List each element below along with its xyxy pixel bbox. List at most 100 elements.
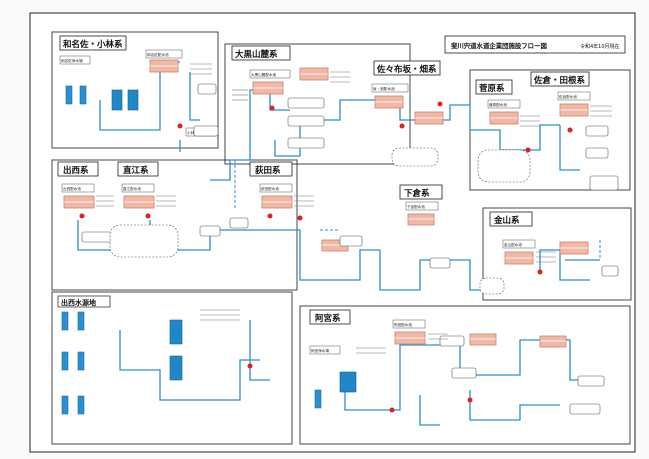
facility-izunishi: 出西配水池 (61, 183, 95, 193)
tank-sakunobu (374, 95, 404, 109)
endpoint-15 (601, 265, 619, 277)
treatment-5 (339, 371, 357, 393)
endpoint-8 (585, 147, 609, 159)
endpoint-11 (199, 225, 221, 237)
label-sakura: 佐倉・田根系 (530, 71, 590, 87)
tank-amiya (394, 331, 426, 345)
svg-text:菅原配水池: 菅原配水池 (489, 102, 507, 107)
pump-5 (525, 147, 531, 153)
endpoint-13 (339, 235, 363, 247)
well-2 (79, 85, 87, 105)
tank-amiya-2 (469, 333, 497, 346)
callout-sugahara (477, 149, 531, 183)
svg-text:直江配水池: 直江配水池 (123, 186, 141, 191)
endpoint-7 (585, 125, 609, 137)
svg-text:佐倉・田根系: 佐倉・田根系 (533, 75, 586, 86)
callout-kinzan (479, 277, 505, 295)
pump-6 (567, 127, 573, 133)
endpoint-12 (229, 217, 249, 229)
treatment-units (111, 89, 357, 393)
callouts (109, 147, 531, 295)
tank-sakura (559, 103, 589, 117)
endpoint-14 (429, 257, 451, 269)
pump-7 (79, 213, 85, 219)
label-shimokura: 下倉系 (399, 184, 443, 200)
pump-1 (177, 123, 183, 129)
well-8 (77, 395, 85, 415)
label-hagita: 荻田系 (249, 161, 293, 177)
svg-text:和名佐・小林系: 和名佐・小林系 (63, 39, 123, 50)
tank-kinzan-2 (559, 241, 589, 255)
well-1 (65, 85, 73, 105)
svg-text:出西配水池: 出西配水池 (63, 186, 81, 191)
page-title: 斐川宍道水道企業団施設フロー図 (450, 41, 547, 50)
facility-oguroyama: 大黒山麓配水池 (249, 69, 291, 79)
title-box (444, 35, 626, 54)
well-5 (61, 351, 69, 371)
facility-wanasa-jousui: 和名佐浄水場 (59, 55, 91, 65)
tank-sugahara (489, 111, 519, 125)
endpoint-9 (589, 175, 619, 191)
svg-text:和名佐浄水場: 和名佐浄水場 (61, 58, 83, 63)
facility-amiya: 阿宮配水池 (392, 319, 426, 329)
pump-3 (399, 123, 405, 129)
svg-text:荻田配水池: 荻田配水池 (261, 186, 279, 191)
well-9 (314, 389, 322, 409)
svg-text:金山系: 金山系 (493, 215, 520, 226)
facility-hagita: 荻田配水池 (259, 183, 293, 193)
svg-text:直江系: 直江系 (123, 165, 149, 176)
facility-sakura: 佐倉配水池 (557, 91, 591, 101)
callout-sakunobu (391, 147, 439, 167)
facility-shimokura: 下倉配水池 (405, 201, 439, 211)
endpoint-4 (287, 115, 325, 127)
treatment-1 (111, 89, 123, 111)
svg-text:坂・畑配水池: 坂・畑配水池 (373, 86, 395, 91)
well-4 (77, 311, 85, 331)
pump-8 (145, 213, 151, 219)
pump-9 (267, 213, 273, 219)
tank-amiya-3 (539, 335, 567, 348)
svg-text:阿宮配水池: 阿宮配水池 (394, 322, 412, 327)
facility-naoe: 直江配水池 (121, 183, 155, 193)
svg-text:大黒山麓配水池: 大黒山麓配水池 (251, 72, 277, 77)
svg-text:大黒山麓系: 大黒山麓系 (235, 49, 278, 60)
label-oguroyama: 大黒山麓系 (231, 45, 291, 61)
dashed-connectors (234, 160, 601, 260)
endpoint-17 (451, 367, 477, 379)
svg-text:菅原系: 菅原系 (479, 83, 505, 94)
svg-text:佐倉配水池: 佐倉配水池 (559, 94, 577, 99)
tank-izunishi (63, 195, 95, 209)
facility-sakunobu: 坂・畑配水池 (371, 83, 409, 93)
label-sakunobu: 佐々布坂・畑系 (373, 60, 441, 76)
endpoint-5 (287, 137, 325, 149)
endpoint-1 (197, 83, 217, 95)
annotation-lines (96, 63, 612, 354)
svg-text:出西水源地: 出西水源地 (61, 298, 96, 307)
tank-kinzan (504, 251, 534, 265)
box-oguroyama (224, 43, 411, 165)
tank-naoe (123, 195, 155, 209)
well-7 (61, 395, 69, 415)
treatment-2 (127, 89, 139, 111)
wells (61, 85, 322, 415)
svg-text:金山配水池: 金山配水池 (504, 242, 522, 247)
endpoint-2 (193, 125, 219, 137)
well-6 (77, 351, 85, 371)
callout-naoe (109, 224, 179, 258)
endpoint-16 (439, 335, 465, 347)
label-wanasa: 和名佐・小林系 (59, 35, 127, 51)
label-izunishi: 出西系 (57, 161, 99, 177)
endpoint-3 (287, 97, 325, 109)
treatment-4 (169, 355, 183, 381)
pump-12 (247, 363, 253, 369)
label-naoe: 直江系 (117, 161, 159, 177)
endpoint-18 (577, 375, 605, 387)
facility-wanasa-haisui: 和名佐配水池 (145, 49, 183, 59)
svg-text:下倉配水池: 下倉配水池 (407, 204, 425, 209)
svg-text:阿宮浄水場: 阿宮浄水場 (311, 348, 329, 353)
pump-10 (297, 215, 303, 221)
pump-4 (437, 101, 443, 107)
svg-text:佐々布坂・畑系: 佐々布坂・畑系 (376, 64, 437, 75)
